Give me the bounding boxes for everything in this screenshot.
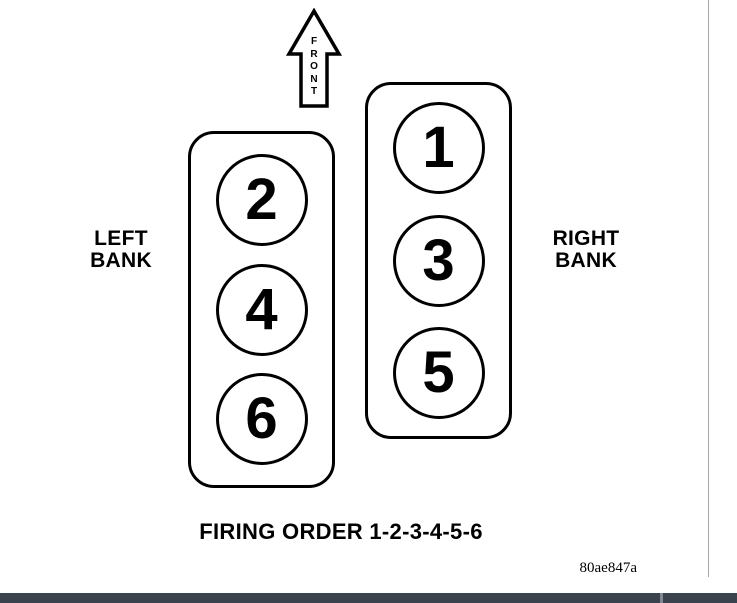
bottom-bar [0, 593, 737, 603]
front-arrow-icon [285, 8, 343, 108]
figure-code: 80ae847a [579, 560, 637, 576]
bottom-bar-separator [660, 593, 663, 603]
cylinder-3: 3 [392, 214, 485, 307]
firing-order-caption: FIRING ORDER 1-2-3-4-5-6 [199, 519, 483, 544]
cylinder-4: 4 [215, 263, 308, 356]
right-bank-block: 1 3 5 [365, 82, 512, 439]
cylinder-6: 6 [215, 373, 308, 465]
left-bank-label-line1: LEFT [94, 227, 148, 250]
right-bank-label-line1: RIGHT [552, 227, 620, 250]
left-bank-block: 2 4 6 [188, 131, 335, 488]
right-edge-rule [708, 0, 709, 577]
right-bank-label: RIGHT BANK [521, 228, 651, 271]
cylinder-5: 5 [392, 327, 485, 419]
cylinder-1: 1 [392, 102, 485, 194]
right-bank-label-line2: BANK [555, 248, 617, 272]
cylinder-2: 2 [215, 154, 308, 246]
left-bank-label: LEFT BANK [56, 228, 186, 271]
left-bank-label-line2: BANK [90, 248, 152, 272]
